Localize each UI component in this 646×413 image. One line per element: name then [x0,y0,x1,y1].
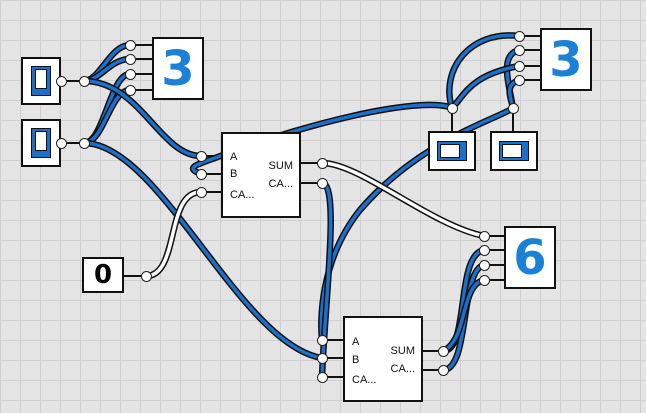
connection-pin[interactable] [195,150,207,162]
wire-on[interactable] [319,106,515,342]
full-adder-2[interactable]: A B CA... SUM CA... [343,316,423,402]
connection-pin[interactable] [513,44,525,56]
toggle-switch-1[interactable] [21,57,61,105]
adder-input-a-label: A [352,336,360,348]
connection-pin[interactable] [78,137,90,149]
adder-carry-in-label: CA... [230,189,255,201]
connection-pin[interactable] [316,334,328,346]
adder-sum-label: SUM [390,345,415,357]
connection-pin[interactable] [316,177,328,189]
connection-pin[interactable] [478,259,490,271]
connection-pin[interactable] [316,352,328,364]
wire-on[interactable] [447,33,521,110]
connection-pin[interactable] [124,39,136,51]
adder-input-a-label: A [230,151,238,163]
wire-off[interactable] [320,161,486,238]
adder-input-b-label: B [352,354,360,366]
wire-off[interactable] [144,190,203,278]
connection-pin[interactable] [437,364,449,376]
constant-input[interactable]: 0 [82,257,124,293]
toggle-switch-icon [499,141,529,161]
toggle-switch-3[interactable] [428,131,476,171]
connection-pin[interactable] [195,186,207,198]
display-value: 3 [549,31,583,88]
connection-pin[interactable] [478,274,490,286]
wire-on[interactable] [320,181,333,379]
adder-carry-out-label: CA... [390,363,415,375]
connection-pin[interactable] [78,75,90,87]
connection-pin[interactable] [513,74,525,86]
connection-pin[interactable] [507,102,519,114]
digit-display-top-left[interactable]: 3 [152,37,204,100]
connection-pin[interactable] [140,270,152,282]
wire-on[interactable] [82,79,203,158]
toggle-switch-icon [437,141,467,161]
toggle-switch-icon [31,128,51,158]
connection-pin[interactable] [55,75,67,87]
full-adder-1[interactable]: A B CA... SUM CA... [221,132,301,218]
connection-pin[interactable] [195,168,207,180]
connection-pin[interactable] [124,68,136,80]
connection-pin[interactable] [124,84,136,96]
connection-pin[interactable] [513,60,525,72]
adder-carry-out-label: CA... [268,178,293,190]
wire-on[interactable] [82,141,324,360]
digit-display-right[interactable]: 6 [504,226,556,289]
connection-pin[interactable] [478,230,490,242]
display-value: 6 [513,229,547,286]
connection-pin[interactable] [55,137,67,149]
connection-pin[interactable] [437,345,449,357]
adder-carry-in-label: CA... [352,374,377,386]
wire-on[interactable] [441,278,486,353]
connection-pin[interactable] [446,102,458,114]
toggle-switch-4[interactable] [490,131,538,171]
connection-pin[interactable] [478,244,490,256]
adder-input-b-label: B [230,168,238,180]
adder-sum-label: SUM [268,160,293,172]
toggle-switch-icon [31,66,51,96]
connection-pin[interactable] [513,30,525,42]
connection-pin[interactable] [124,53,136,65]
display-value: 3 [161,40,195,97]
connection-pin[interactable] [316,157,328,169]
connection-pin[interactable] [316,371,328,383]
digit-display-top-right[interactable]: 3 [540,28,592,91]
constant-value: 0 [93,260,113,290]
